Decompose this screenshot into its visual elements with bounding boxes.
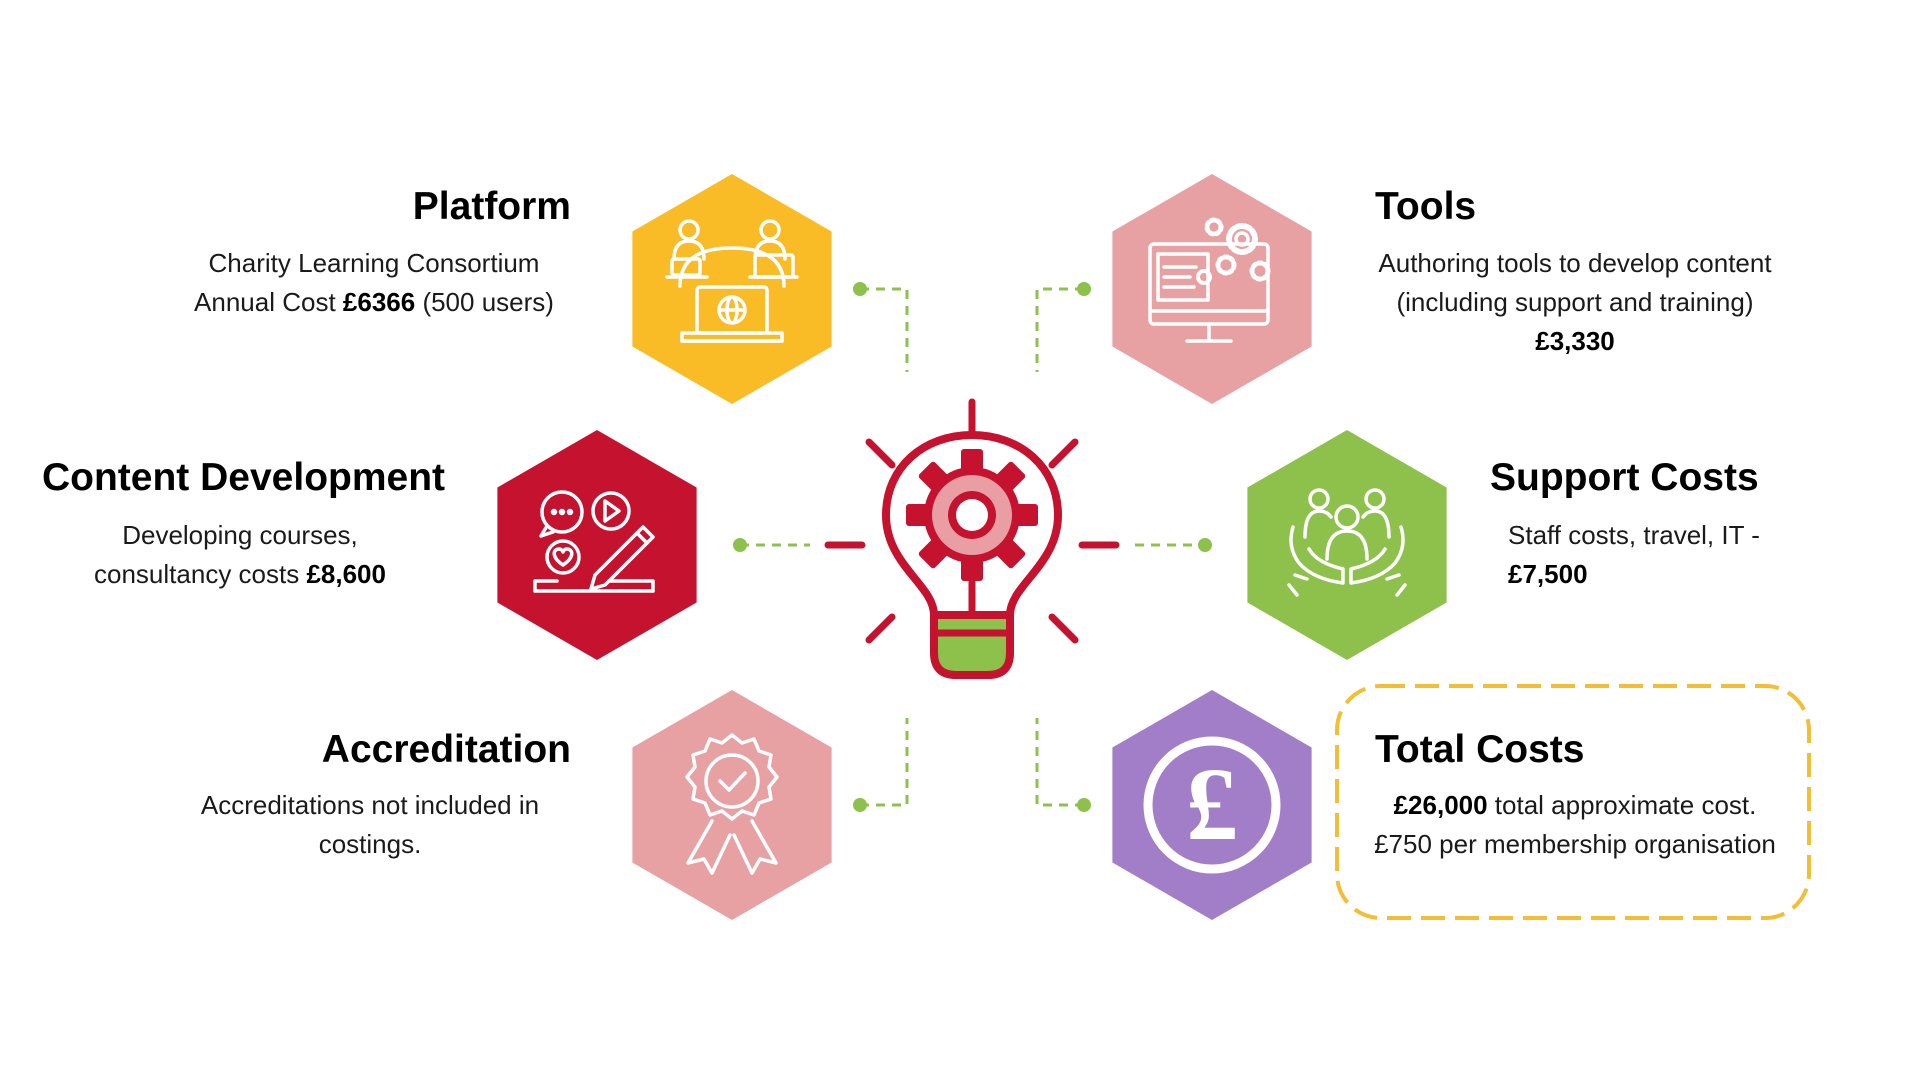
bulb-outline: [882, 431, 1062, 619]
tools-description: Authoring tools to develop content (incl…: [1378, 248, 1772, 356]
total-highlight-box: [1335, 684, 1811, 920]
computer-gears-icon: [1148, 217, 1271, 343]
connector-tools: [1035, 287, 1084, 372]
support-description: Staff costs, travel, IT - £7,500: [1508, 520, 1760, 589]
platform-description: Charity Learning Consortium Annual Cost …: [194, 248, 554, 317]
connector-dots: [733, 282, 1212, 812]
connector-accreditation: [860, 718, 909, 807]
support-hex-shape: [1247, 430, 1447, 660]
platform-hex-shape: [632, 174, 832, 404]
content-hexagon: [497, 430, 697, 660]
award-badge-icon: [685, 733, 779, 875]
accreditation-description: Accreditations not included in costings.: [200, 790, 540, 859]
total-description: £26,000 total approximate cost. £750 per…: [1374, 790, 1776, 859]
total-hexagon: £: [1112, 690, 1312, 920]
support-title: Support Costs: [1490, 456, 1759, 499]
connectors: [740, 287, 1205, 807]
tools-title: Tools: [1375, 185, 1477, 228]
accreditation-hex-shape: [632, 690, 832, 920]
bulb-base: [930, 611, 1014, 679]
total-hex-shape: [1112, 690, 1312, 920]
support-hexagon: [1247, 430, 1447, 660]
pound-coin-icon: £: [1143, 736, 1281, 874]
accreditation-title: Accreditation: [321, 728, 571, 771]
connector-platform: [860, 287, 909, 372]
platform-hexagon: [632, 174, 832, 404]
online-meeting-laptop-icon: [665, 219, 799, 343]
pound-symbol: £: [1186, 747, 1238, 862]
lightbulb-gear-icon: [824, 398, 1120, 679]
content-title: Content Development: [42, 456, 446, 499]
content-creation-icon: [533, 490, 655, 593]
tools-hex-shape: [1112, 174, 1312, 404]
content-hex-shape: [497, 430, 697, 660]
supporting-hands-people-icon: [1287, 488, 1407, 597]
content-description: Developing courses, consultancy costs £8…: [94, 520, 386, 589]
accreditation-hexagon: [632, 690, 832, 920]
total-title: Total Costs: [1375, 728, 1585, 771]
tools-hexagon: [1112, 174, 1312, 404]
bulb-rays: [824, 398, 1120, 644]
bulb-gear: [906, 449, 1038, 623]
connector-total: [1035, 718, 1084, 807]
platform-title: Platform: [412, 185, 571, 228]
